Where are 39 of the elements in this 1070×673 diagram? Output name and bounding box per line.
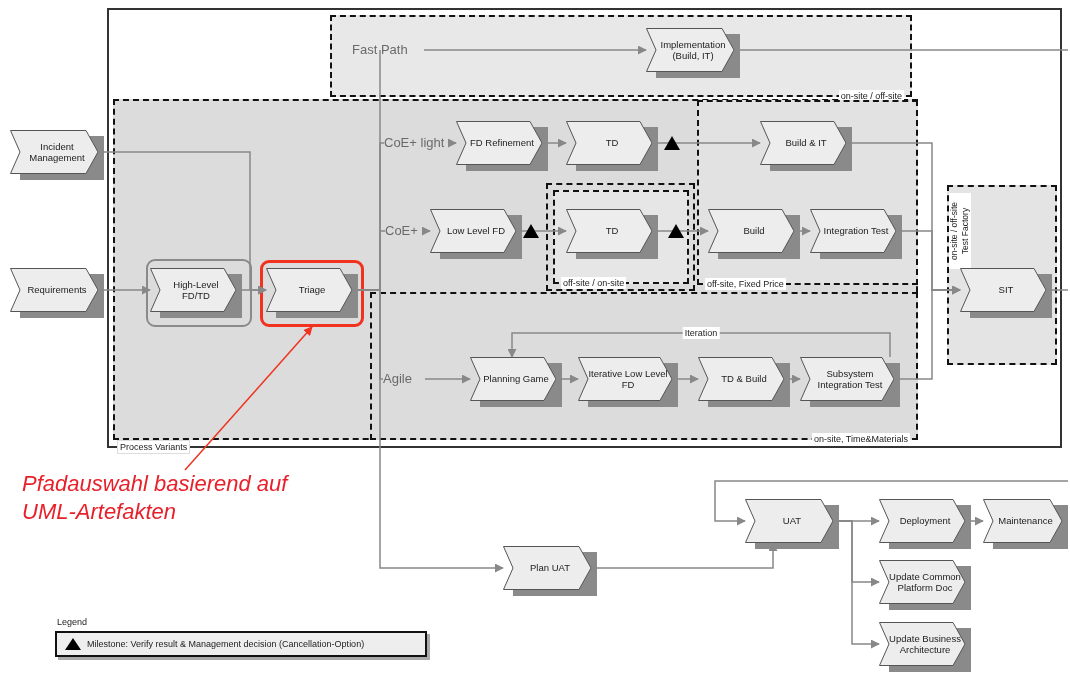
dashed-region (330, 15, 912, 97)
region-label: on-site, Time&Materials (811, 433, 910, 445)
connector-arrow (893, 285, 961, 380)
region-label: off-site / on-site (561, 277, 627, 289)
branch-label: CoE+ light (384, 133, 450, 153)
connector-arrow (97, 285, 151, 295)
legend-title: Legend (57, 617, 88, 627)
legend-text: Milestone: Verify result & Management decision (Cancellation-Option) (87, 639, 365, 649)
branch-label: CoE+ (385, 221, 427, 241)
region-label: off-site, Fixed Price (705, 278, 786, 290)
connector-arrow (793, 226, 811, 236)
edge-label: Iteration (682, 327, 720, 339)
branch-label: Fast Path (352, 40, 424, 60)
milestone-triangle-icon (668, 224, 684, 238)
connector-arrow (184, 326, 313, 471)
highlight-frame (260, 260, 364, 327)
connector-arrow (964, 516, 984, 526)
connector-arrow (424, 374, 471, 384)
connector-arrow (447, 138, 457, 148)
region-label: on-site / off-site Test Factory (949, 193, 971, 269)
milestone-triangle-icon (664, 136, 680, 150)
connector-arrow (423, 45, 647, 55)
milestone-triangle-icon (523, 224, 539, 238)
dashed-region (947, 185, 1057, 365)
branch-label: Agile (383, 369, 425, 389)
callout-text: Pfadauswahl basierend auf UML-Artefakten (22, 470, 322, 534)
connector-arrow (555, 374, 579, 384)
connector-arrow (507, 332, 891, 358)
connector-arrow (783, 374, 801, 384)
connector-arrow (651, 226, 709, 236)
connector-arrow (515, 226, 567, 236)
connector-arrow (235, 285, 267, 295)
connector-arrow (541, 138, 567, 148)
frame-label: Process Variants (117, 440, 191, 454)
connector-arrow (651, 138, 761, 148)
connector-arrow (421, 226, 431, 236)
connector-arrow (714, 480, 1069, 526)
connector-arrow (671, 374, 699, 384)
connector-arrow (590, 542, 778, 569)
